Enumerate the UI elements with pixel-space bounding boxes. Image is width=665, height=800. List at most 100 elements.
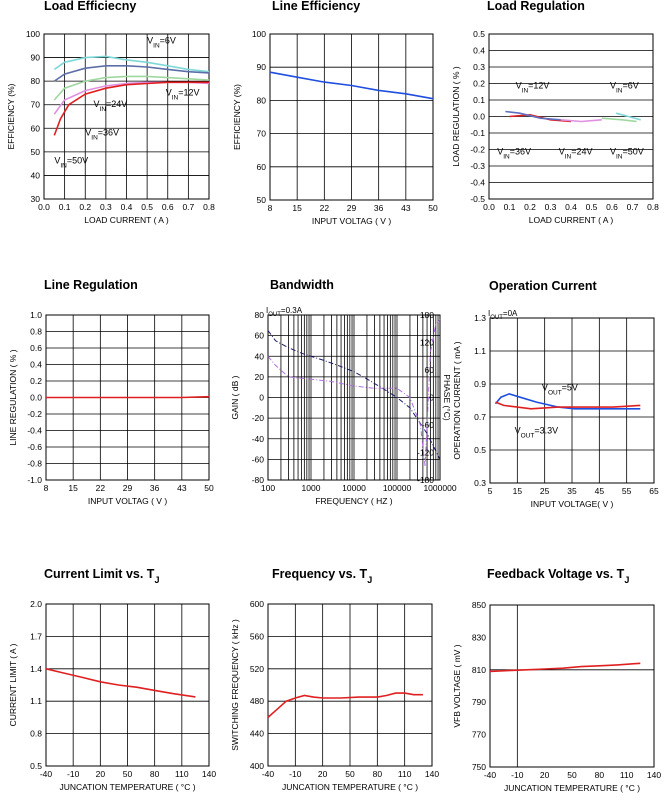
chart-title: Current Limit vs. TJ [44,567,159,585]
y-tick-label: 100 [26,29,40,39]
y-tick-label: 0.3 [473,62,485,72]
y-tick-label: 0.1 [473,95,485,105]
y-tick-label: -0.1 [470,128,485,138]
plot-frame [269,33,434,201]
y-tick-label: -0.3 [470,161,485,171]
series-annotation: VIN=6V [147,35,176,49]
x-tick-label: 50 [567,770,577,780]
x-tick-label: 0.7 [627,202,639,212]
x-tick-label: 0.2 [524,202,536,212]
y-tick-label: 1.0 [30,310,42,320]
y-tick-label: 40 [255,351,265,361]
x-tick-label: 80 [373,769,383,779]
y-tick-label: 0 [259,393,264,403]
x-tick-label: 0.4 [565,202,577,212]
y-right-axis-label: PHASE (°C) [442,374,452,421]
y-tick-label: 810 [472,665,486,675]
x-tick-label: 0.7 [182,202,194,212]
y-right-tick-label: 180 [420,310,434,320]
chart-title: Load Efficiecny [44,0,136,13]
x-tick-label: 5 [488,486,493,496]
x-tick-label: 0.3 [545,202,557,212]
series-line-1 [267,330,441,460]
y-tick-label: 520 [250,664,264,674]
chart-title: Line Efficiency [272,0,360,13]
chart-title: Bandwidth [270,278,334,292]
plot-frame [267,314,441,481]
plot-frame [267,603,433,767]
grid [268,604,432,766]
x-axis-label: JUNCATION TEMPERATURE ( °C ) [59,782,195,792]
y-tick-label: 480 [250,696,264,706]
series-line-1 [489,662,641,673]
plot-frame [489,317,655,484]
chart-title: Line Regulation [44,278,138,292]
x-tick-label: 110 [620,770,634,780]
y-tick-label: 560 [250,631,264,641]
x-tick-label: 0.0 [483,202,495,212]
series-line-1 [53,55,210,73]
series-line-1 [494,393,641,410]
x-tick-label: 15 [68,483,78,493]
y-tick-label: -0.5 [470,194,485,204]
x-tick-label: 0.2 [79,202,91,212]
y-tick-label: 2.0 [30,599,42,609]
series-line-1 [45,668,196,698]
x-tick-label: 50 [204,483,214,493]
y-tick-label: -0.8 [27,459,42,469]
series-annotation: VIN=6V [610,80,639,94]
x-tick-label: -40 [262,769,275,779]
y-tick-label: 0.9 [474,379,486,389]
series-line-3 [53,75,210,101]
y-axis-label: GAIN ( dB ) [230,375,240,419]
y-tick-label: 0.5 [30,761,42,771]
x-tick-label: 8 [268,203,273,213]
x-tick-label: 43 [177,483,187,493]
y-tick-label: -60 [252,454,265,464]
y-tick-label: 30 [31,194,41,204]
y-tick-label: 770 [472,730,486,740]
y-tick-label: 0.5 [473,29,485,39]
x-tick-label: 110 [175,769,189,779]
x-tick-label: -10 [67,769,80,779]
grid [268,315,440,480]
series-annotation: VIN=50V [610,146,644,160]
y-tick-label: 1.1 [30,696,42,706]
plot-frame [45,603,210,767]
grid [44,34,209,199]
x-tick-label: 29 [123,483,133,493]
y-tick-label: 80 [31,76,41,86]
y-tick-label: 0.6 [30,343,42,353]
x-tick-label: 80 [595,770,605,780]
series-line-2 [267,319,441,467]
x-tick-label: 36 [150,483,160,493]
chart-title: Feedback Voltage vs. TJ [487,567,629,585]
series-line-1 [269,71,434,100]
x-tick-label: 25 [540,486,550,496]
y-tick-label: 0.0 [473,112,485,122]
x-tick-label: -10 [511,770,524,780]
x-tick-label: 0.8 [647,202,659,212]
y-tick-label: 0.2 [30,376,42,386]
x-tick-label: -40 [484,770,497,780]
x-tick-label: 1000 [302,483,321,493]
series-line-3 [560,119,602,123]
y-tick-label: 90 [257,62,267,72]
x-tick-label: 55 [622,486,632,496]
series-annotation: VIN=12V [516,80,550,94]
series-line-1 [267,692,423,718]
y-right-tick-label: 0 [429,393,434,403]
x-tick-label: 43 [401,203,411,213]
y-tick-label: 0.3 [474,478,486,488]
y-tick-label: 790 [472,697,486,707]
x-tick-label: 15 [513,486,523,496]
series-annotation: VOUT=5V [542,383,578,397]
x-tick-label: 29 [347,203,357,213]
x-tick-label: 0.1 [504,202,516,212]
plot-frame [43,33,210,200]
grid [490,605,654,767]
y-tick-label: 0.8 [30,729,42,739]
x-axis-label: JUNCATION TEMPERATURE ( °C ) [282,782,418,792]
x-tick-label: -40 [40,769,53,779]
